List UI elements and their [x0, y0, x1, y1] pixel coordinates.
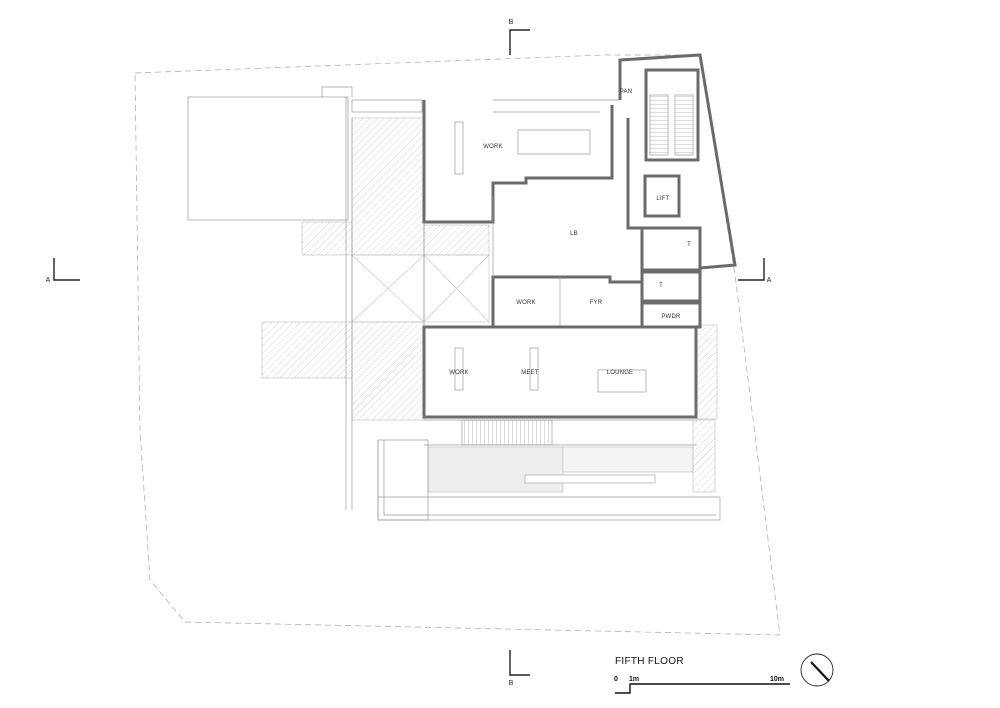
lower-terrace	[377, 419, 721, 521]
section-label-b-bottom: B	[509, 680, 514, 687]
walls	[422, 53, 737, 419]
scale-label-zero: 0	[614, 676, 618, 683]
scale-label-one: 1m	[629, 676, 639, 683]
void-markers	[345, 97, 490, 510]
room-label-t-upper: T	[687, 242, 691, 248]
scale-bar	[615, 683, 790, 694]
section-markers	[53, 29, 765, 676]
stairs	[424, 94, 697, 446]
room-label-work-bottom: WORK	[449, 370, 468, 376]
site-boundary	[134, 54, 781, 636]
room-label-t-lower: T	[659, 283, 663, 289]
room-label-work-top: WORK	[483, 144, 502, 150]
room-label-pwdr: PWDR	[661, 314, 681, 320]
section-label-a-left: A	[46, 277, 51, 284]
room-label-meet: MEET	[521, 370, 539, 376]
north-arrow-icon	[800, 653, 834, 687]
room-label-lounge: LOUNGE	[607, 370, 634, 376]
hatched-zones	[261, 117, 718, 421]
room-label-work-mid: WORK	[516, 300, 535, 306]
room-label-lb: LB	[570, 231, 578, 237]
neighbour-building	[187, 86, 423, 221]
room-label-pan: PAN	[620, 89, 633, 95]
room-label-lift: LIFT	[656, 196, 669, 202]
section-label-a-right: A	[767, 277, 772, 284]
room-label-fyr: FYR	[590, 300, 603, 306]
furniture	[454, 121, 647, 393]
section-label-b-top: B	[509, 19, 514, 26]
drawing-title: FIFTH FLOOR	[615, 656, 684, 667]
scale-label-ten: 10m	[770, 676, 784, 683]
